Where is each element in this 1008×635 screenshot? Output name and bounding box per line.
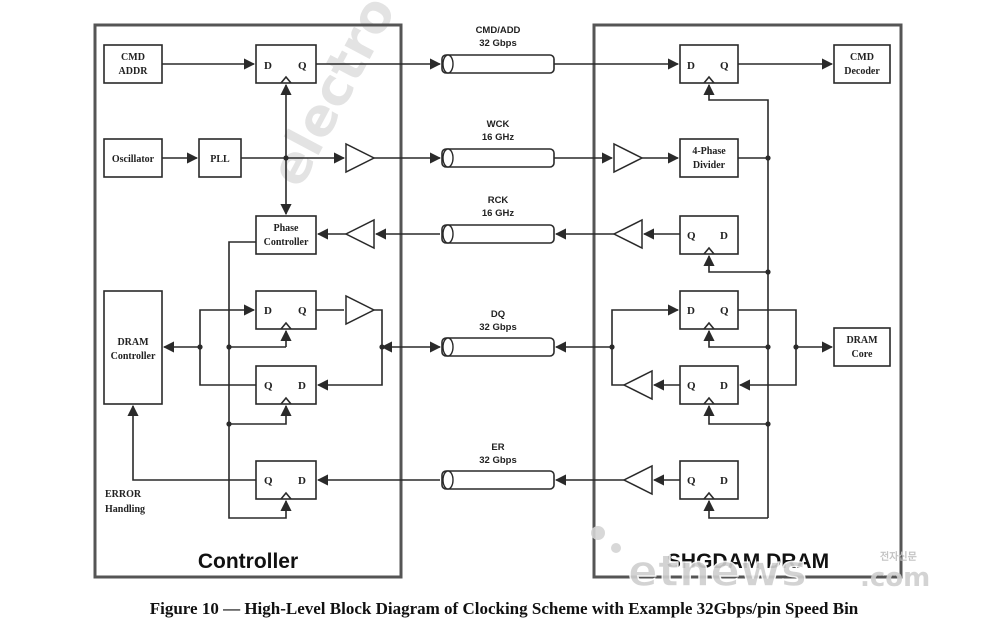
svg-text:32 Gbps: 32 Gbps <box>479 322 517 333</box>
svg-text:32 Gbps: 32 Gbps <box>479 38 517 49</box>
dram-dq-driver-icon <box>622 369 653 401</box>
cmd-addr-block: CMD ADDR <box>103 44 163 84</box>
figure-caption: Figure 10 — High-Level Block Diagram of … <box>150 599 859 618</box>
svg-text:Q: Q <box>720 305 729 317</box>
svg-text:Q: Q <box>264 475 273 487</box>
dram-ff-cmd: D Q <box>679 44 739 84</box>
svg-text:32 Gbps: 32 Gbps <box>479 455 517 466</box>
svg-text:4-Phase: 4-Phase <box>692 146 726 157</box>
svg-text:D: D <box>687 305 695 317</box>
svg-text:Q: Q <box>687 475 696 487</box>
svg-text:ADDR: ADDR <box>119 66 149 77</box>
dram-wiring <box>609 58 834 519</box>
svg-text:Q: Q <box>298 305 307 317</box>
svg-text:CMD: CMD <box>850 52 874 63</box>
cmd-decoder-block: CMD Decoder <box>833 44 891 84</box>
ctrl-rck-receiver-icon <box>344 218 375 250</box>
svg-text:Controller: Controller <box>264 237 309 248</box>
channel-cmd: CMD/ADD 32 Gbps <box>441 25 555 74</box>
svg-text:DRAM: DRAM <box>117 337 149 348</box>
ctrl-ff-er: Q D <box>255 460 317 500</box>
svg-text:D: D <box>720 475 728 487</box>
svg-text:D: D <box>264 60 272 72</box>
svg-text:DQ: DQ <box>491 309 505 320</box>
dram-controller-block: DRAM Controller <box>103 290 163 405</box>
dram-er-driver-icon <box>622 464 653 496</box>
svg-text:D: D <box>264 305 272 317</box>
phase-controller-block: Phase Controller <box>255 215 317 255</box>
svg-text:16 GHz: 16 GHz <box>482 132 514 143</box>
svg-text:Q: Q <box>687 380 696 392</box>
svg-text:16 GHz: 16 GHz <box>482 208 514 219</box>
svg-text:PLL: PLL <box>210 154 230 165</box>
four-phase-divider-block: 4-Phase Divider <box>679 138 739 178</box>
etnews-korean: 전자신문 <box>880 550 917 563</box>
channel-wiring <box>316 58 680 486</box>
dram-enclosure <box>592 23 903 579</box>
svg-text:CMD/ADD: CMD/ADD <box>476 25 521 36</box>
svg-text:Q: Q <box>687 230 696 242</box>
svg-text:D: D <box>720 230 728 242</box>
svg-text:DRAM: DRAM <box>846 335 878 346</box>
dram-title: SHGDAM DRAM <box>667 550 829 573</box>
svg-text:Core: Core <box>852 349 873 360</box>
error-handling-label: ERROR Handling <box>105 489 145 515</box>
watermark-electro: electro <box>259 0 408 196</box>
dram-core-block: DRAM Core <box>833 327 891 367</box>
svg-text:Q: Q <box>264 380 273 392</box>
dram-ff-rck: Q D <box>679 215 739 255</box>
svg-text:Q: Q <box>298 60 307 72</box>
pll-block: PLL <box>198 138 242 178</box>
dram-ff-dq-out: Q D <box>679 365 739 405</box>
etnews-wordmark: etnews <box>628 546 807 597</box>
svg-text:D: D <box>298 475 306 487</box>
controller-title: Controller <box>198 550 298 573</box>
dram-ff-dq-in: D Q <box>679 290 739 330</box>
etnews-suffix: .com <box>860 563 930 593</box>
svg-text:Controller: Controller <box>111 351 156 362</box>
ctrl-ff-dq-out: D Q <box>255 290 317 330</box>
svg-text:Phase: Phase <box>274 223 300 234</box>
controller-enclosure <box>93 23 403 579</box>
svg-text:Oscillator: Oscillator <box>112 154 155 165</box>
svg-text:D: D <box>720 380 728 392</box>
etnews-logo: etnews .com 전자신문 <box>591 526 930 598</box>
channel-rck: RCK 16 GHz <box>441 195 555 244</box>
dram-wck-receiver-icon <box>613 142 644 174</box>
svg-text:D: D <box>298 380 306 392</box>
channel-wck: WCK 16 GHz <box>441 119 555 168</box>
ctrl-dq-driver-icon <box>345 294 376 326</box>
svg-text:WCK: WCK <box>487 119 510 130</box>
dram-ff-er: Q D <box>679 460 739 500</box>
channel-dq: DQ 32 Gbps <box>441 309 555 357</box>
svg-text:ERROR: ERROR <box>105 489 142 500</box>
oscillator-block: Oscillator <box>103 138 163 178</box>
dram-rck-driver-icon <box>612 218 643 250</box>
svg-text:CMD: CMD <box>121 52 145 63</box>
svg-text:Q: Q <box>720 60 729 72</box>
svg-text:Handling: Handling <box>105 504 145 515</box>
svg-text:D: D <box>687 60 695 72</box>
channel-er: ER 32 Gbps <box>441 442 555 490</box>
svg-text:ER: ER <box>491 442 504 453</box>
ctrl-wck-driver-icon <box>345 142 376 174</box>
svg-text:Divider: Divider <box>693 160 726 171</box>
svg-text:RCK: RCK <box>488 195 509 206</box>
controller-wiring <box>127 58 385 519</box>
ctrl-ff-cmd: D Q <box>255 44 317 84</box>
ctrl-ff-dq-in: Q D <box>255 365 317 405</box>
svg-text:Decoder: Decoder <box>844 66 880 77</box>
